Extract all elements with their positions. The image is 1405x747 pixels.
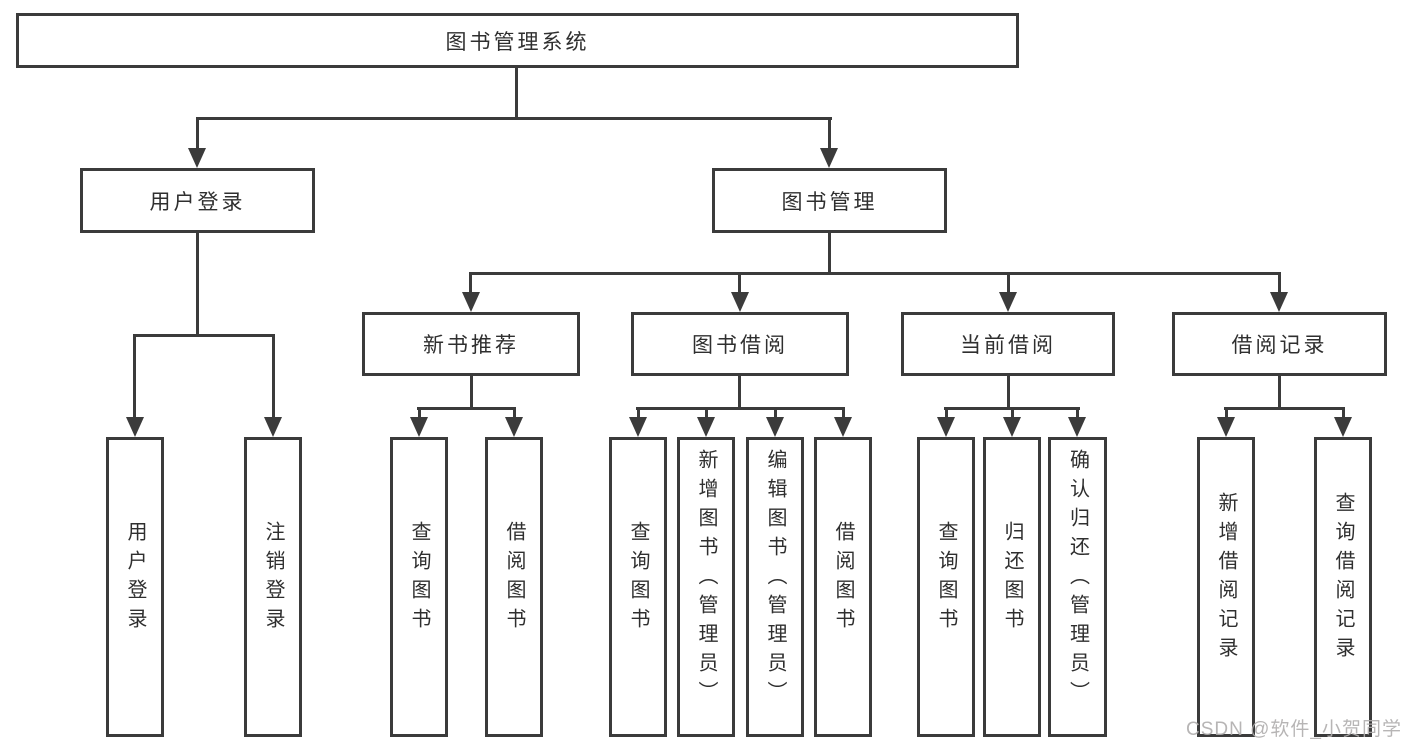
node-label: 新书推荐 [423, 334, 519, 357]
node-label: 查询借阅记录 [1332, 492, 1354, 666]
connector-stem [842, 407, 845, 419]
arrowhead-down-icon [1334, 417, 1352, 437]
node-leaf-borrow-books-2: 借阅图书 [814, 437, 872, 737]
connector-newbook-horizontal [417, 407, 516, 410]
connector-stem [470, 376, 473, 409]
connector-stem [1011, 407, 1014, 419]
node-leaf-add-books-admin: 新增图书（管理员） [677, 437, 735, 737]
arrowhead-down-icon [834, 417, 852, 437]
node-label: 图书管理 [781, 190, 878, 214]
connector-stem [945, 407, 948, 419]
node-root: 图书管理系统 [16, 13, 1019, 68]
node-label: 用户登录 [149, 190, 246, 214]
connector-stem [828, 117, 831, 150]
node-label: 借阅图书 [832, 521, 854, 637]
node-l3-current-borrow: 当前借阅 [901, 312, 1115, 376]
node-l3-new-book-recommend: 新书推荐 [362, 312, 580, 376]
connector-userlogin-stem [196, 233, 199, 336]
connector-root-stem [515, 68, 518, 119]
connector-level3-horizontal [469, 272, 1281, 275]
node-leaf-add-borrow-record: 新增借阅记录 [1197, 437, 1255, 737]
node-label: 新增借阅记录 [1215, 492, 1237, 666]
node-label: 归还图书 [1001, 521, 1023, 637]
arrowhead-down-icon [999, 292, 1017, 312]
node-leaf-user-login: 用户登录 [106, 437, 164, 737]
connector-stem [513, 407, 516, 419]
node-label: 查询图书 [935, 521, 957, 637]
arrowhead-down-icon [1270, 292, 1288, 312]
node-label: 编辑图书（管理员） [764, 448, 786, 710]
arrowhead-down-icon [462, 292, 480, 312]
connector-stem [1278, 272, 1281, 294]
node-leaf-return-books: 归还图书 [983, 437, 1041, 737]
arrowhead-down-icon [1217, 417, 1235, 437]
connector-stem [705, 407, 708, 419]
node-l2-book-management: 图书管理 [712, 168, 947, 233]
connector-stem [1076, 407, 1079, 419]
connector-userlogin-horizontal [133, 334, 275, 337]
connector-stem [774, 407, 777, 419]
node-label: 查询图书 [627, 521, 649, 637]
arrowhead-down-icon [820, 148, 838, 168]
connector-records-horizontal [1224, 407, 1345, 410]
connector-stem [1278, 376, 1281, 409]
connector-level2-horizontal [196, 117, 832, 120]
node-leaf-query-books-2: 查询图书 [609, 437, 667, 737]
node-label: 借阅图书 [503, 521, 525, 637]
node-label: 图书借阅 [692, 334, 788, 357]
node-leaf-logout: 注销登录 [244, 437, 302, 737]
node-label: 借阅记录 [1231, 334, 1328, 357]
connector-stem [637, 407, 640, 419]
connector-stem [1007, 376, 1010, 409]
connector-stem [1342, 407, 1345, 419]
arrowhead-down-icon [731, 292, 749, 312]
connector-stem [272, 334, 275, 419]
node-leaf-query-books-1: 查询图书 [390, 437, 448, 737]
node-l3-borrow-records: 借阅记录 [1172, 312, 1387, 376]
csdn-watermark: CSDN @软件_小贺同学 [1186, 719, 1402, 740]
connector-stem [469, 272, 472, 294]
node-label: 新增图书（管理员） [695, 448, 717, 710]
node-label: 图书管理系统 [445, 30, 590, 54]
arrowhead-down-icon [937, 417, 955, 437]
connector-stem [738, 376, 741, 409]
connector-stem [1225, 407, 1228, 419]
node-label: 确认归还（管理员） [1066, 448, 1089, 710]
node-l3-book-borrow: 图书借阅 [631, 312, 849, 376]
node-leaf-confirm-return-admin: 确认归还（管理员） [1048, 437, 1107, 737]
node-label: 当前借阅 [960, 334, 1056, 357]
connector-stem [738, 272, 741, 294]
arrowhead-down-icon [264, 417, 282, 437]
node-label: 注销登录 [262, 521, 284, 637]
connector-stem [133, 334, 136, 419]
arrowhead-down-icon [766, 417, 784, 437]
arrowhead-down-icon [505, 417, 523, 437]
arrowhead-down-icon [629, 417, 647, 437]
arrowhead-down-icon [126, 417, 144, 437]
arrowhead-down-icon [1003, 417, 1021, 437]
arrowhead-down-icon [410, 417, 428, 437]
connector-stem [1007, 272, 1010, 294]
node-leaf-query-books-3: 查询图书 [917, 437, 975, 737]
node-leaf-borrow-books-1: 借阅图书 [485, 437, 543, 737]
connector-bookmgmt-stem [828, 233, 831, 274]
arrowhead-down-icon [188, 148, 206, 168]
node-label: 用户登录 [124, 521, 146, 637]
node-label: 查询图书 [408, 521, 430, 637]
node-leaf-edit-books-admin: 编辑图书（管理员） [746, 437, 804, 737]
connector-bookborrow-horizontal [636, 407, 845, 410]
arrowhead-down-icon [697, 417, 715, 437]
arrowhead-down-icon [1068, 417, 1086, 437]
node-l2-user-login: 用户登录 [80, 168, 315, 233]
connector-stem [196, 117, 199, 150]
connector-stem [418, 407, 421, 419]
node-leaf-query-borrow-record: 查询借阅记录 [1314, 437, 1372, 737]
